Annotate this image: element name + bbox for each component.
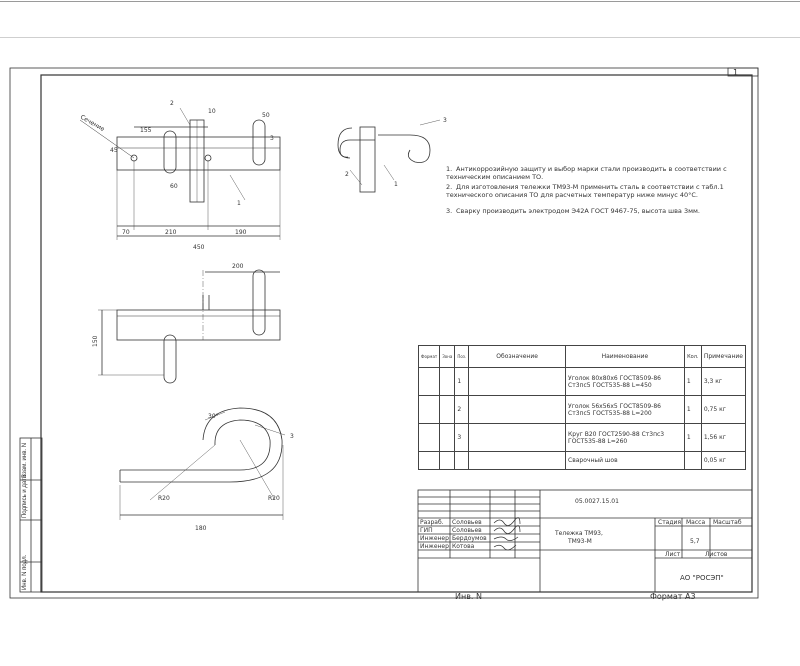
dim-45: 45 xyxy=(110,147,118,154)
title-sheet-label: Лист xyxy=(665,551,681,558)
spec-header-name: Наименование xyxy=(565,345,685,368)
spec-pos: 2 xyxy=(454,395,470,424)
dim-200: 200 xyxy=(232,263,244,270)
spec-qty: 1 xyxy=(683,395,702,424)
spec-header-qty: Кол. xyxy=(683,345,702,368)
dim-190: 190 xyxy=(235,229,247,236)
view-top xyxy=(98,269,281,384)
signer-name: Бердоумов xyxy=(452,535,487,542)
dim-60: 60 xyxy=(170,183,178,190)
spec-header-note: Примечание xyxy=(700,345,747,368)
spec-note: 1,56 кг xyxy=(700,423,747,452)
part-callout-2: 2 xyxy=(170,100,174,107)
specification-table: Формат Зона Поз. Обозначение Наименовани… xyxy=(417,345,747,470)
dim-70: 70 xyxy=(122,229,130,236)
note-text: Антикоррозийную защиту и выбор марки ста… xyxy=(446,165,727,181)
side-label-replace: Взам. инв. N xyxy=(22,442,28,478)
dim-10: 10 xyxy=(208,108,216,115)
signer-name: Котова xyxy=(452,543,475,550)
side-label-inv: Инв. N подл. xyxy=(22,554,28,590)
signer-role: Инженер xyxy=(420,543,449,550)
inner-frame xyxy=(40,74,753,593)
part-callout-3b: 3 xyxy=(443,117,447,124)
title-col-mass: Масса xyxy=(686,519,706,526)
spec-name: Сварочный шов xyxy=(565,451,685,470)
spec-pos: 3 xyxy=(454,423,470,452)
signer-role: ГИП xyxy=(420,527,433,534)
note-number: 1. xyxy=(446,165,453,173)
spec-pos: 1 xyxy=(454,367,470,396)
signer-name: Соловьев xyxy=(452,527,482,534)
spec-header-zone: Зона xyxy=(439,345,456,368)
note-number: 3. xyxy=(446,207,453,215)
spec-note: 3,3 кг xyxy=(700,367,747,396)
part-callout-3c: 3 xyxy=(290,433,294,440)
signer-name: Соловьев xyxy=(452,519,482,526)
note-1: 1.Антикоррозийную защиту и выбор марки с… xyxy=(446,165,736,181)
spec-name: Уголок 80х80х6 ГОСТ8509-86 Ст3пс5 ГОСТ53… xyxy=(565,367,685,396)
dim-450: 450 xyxy=(193,244,205,251)
title-mass-value: 5,7 xyxy=(690,538,700,545)
note-text: Для изготовления тележки ТМ93-М применит… xyxy=(446,183,724,199)
title-line-1: Тележка ТМ93, xyxy=(555,530,603,537)
spec-qty: 1 xyxy=(683,423,702,452)
spec-note: 0,05 кг xyxy=(700,451,747,470)
organization-name: АО "РОСЭП" xyxy=(680,574,724,582)
scan-edge-line xyxy=(0,1,800,2)
inventory-number-label: Инв. N xyxy=(455,592,482,601)
signer-role: Разраб. xyxy=(420,519,444,526)
dim-180: 180 xyxy=(195,525,207,532)
part-callout-1: 1 xyxy=(237,200,241,207)
dim-210: 210 xyxy=(165,229,177,236)
note-text: Сварку производить электродом Э42А ГОСТ … xyxy=(456,207,700,215)
view-side xyxy=(337,119,441,193)
part-callout-2b: 2 xyxy=(345,171,349,178)
dim-150: 150 xyxy=(92,335,99,347)
dim-50: 50 xyxy=(262,112,270,119)
table-row: 2 Уголок 56х56х5 ГОСТ8509-86 Ст3пс5 ГОСТ… xyxy=(417,395,747,424)
spec-qty xyxy=(683,451,702,470)
table-row: 3 Круг В20 ГОСТ2590-88 Ст3пс3 ГОСТ535-88… xyxy=(417,423,747,452)
scan-edge-line xyxy=(0,37,800,38)
spec-name: Уголок 56х56х5 ГОСТ8509-86 Ст3пс5 ГОСТ53… xyxy=(565,395,685,424)
spec-header-format: Формат xyxy=(417,345,441,368)
view-front xyxy=(79,107,281,240)
sheet-number: 1 xyxy=(733,68,739,77)
title-col-scale: Масштаб xyxy=(713,519,742,526)
spec-header-designation: Обозначение xyxy=(468,345,567,368)
table-row: Сварочный шов 0,05 кг xyxy=(417,451,747,470)
title-sheets-label: Листов xyxy=(705,551,728,558)
dim-r20: R20 xyxy=(158,495,170,502)
part-callout-1b: 1 xyxy=(394,181,398,188)
dim-r20-b: R20 xyxy=(268,495,280,502)
spec-header-row: Формат Зона Поз. Обозначение Наименовани… xyxy=(417,345,747,368)
format-label: Формат А3 xyxy=(650,592,696,601)
part-callout-3: 3 xyxy=(270,135,274,142)
spec-header-pos: Поз. xyxy=(454,345,470,368)
title-col-stage: Стадия xyxy=(658,519,682,526)
note-number: 2. xyxy=(446,183,453,191)
spec-note: 0,75 кг xyxy=(700,395,747,424)
signer-role: Инженер xyxy=(420,535,449,542)
dim-155: 155 xyxy=(140,127,152,134)
signatures xyxy=(493,517,521,551)
side-label-signature: Подпись и дата xyxy=(22,474,28,518)
note-2: 2.Для изготовления тележки ТМ93-М примен… xyxy=(446,183,736,199)
dim-30deg: 30° xyxy=(208,413,219,420)
spec-qty: 1 xyxy=(683,367,702,396)
spec-pos xyxy=(454,451,470,470)
title-block-frame xyxy=(417,489,753,593)
section-label: Сечение xyxy=(79,114,106,134)
outer-frame xyxy=(9,67,759,599)
title-line-2: ТМ93-М xyxy=(568,538,592,545)
note-3: 3.Сварку производить электродом Э42А ГОС… xyxy=(446,207,736,215)
table-row: 1 Уголок 80х80х6 ГОСТ8509-86 Ст3пс5 ГОСТ… xyxy=(417,367,747,396)
spec-name: Круг В20 ГОСТ2590-88 Ст3пс3 ГОСТ535-88 L… xyxy=(565,423,685,452)
document-code: 05.0027.15.01 xyxy=(575,498,619,505)
view-rod xyxy=(119,407,286,520)
